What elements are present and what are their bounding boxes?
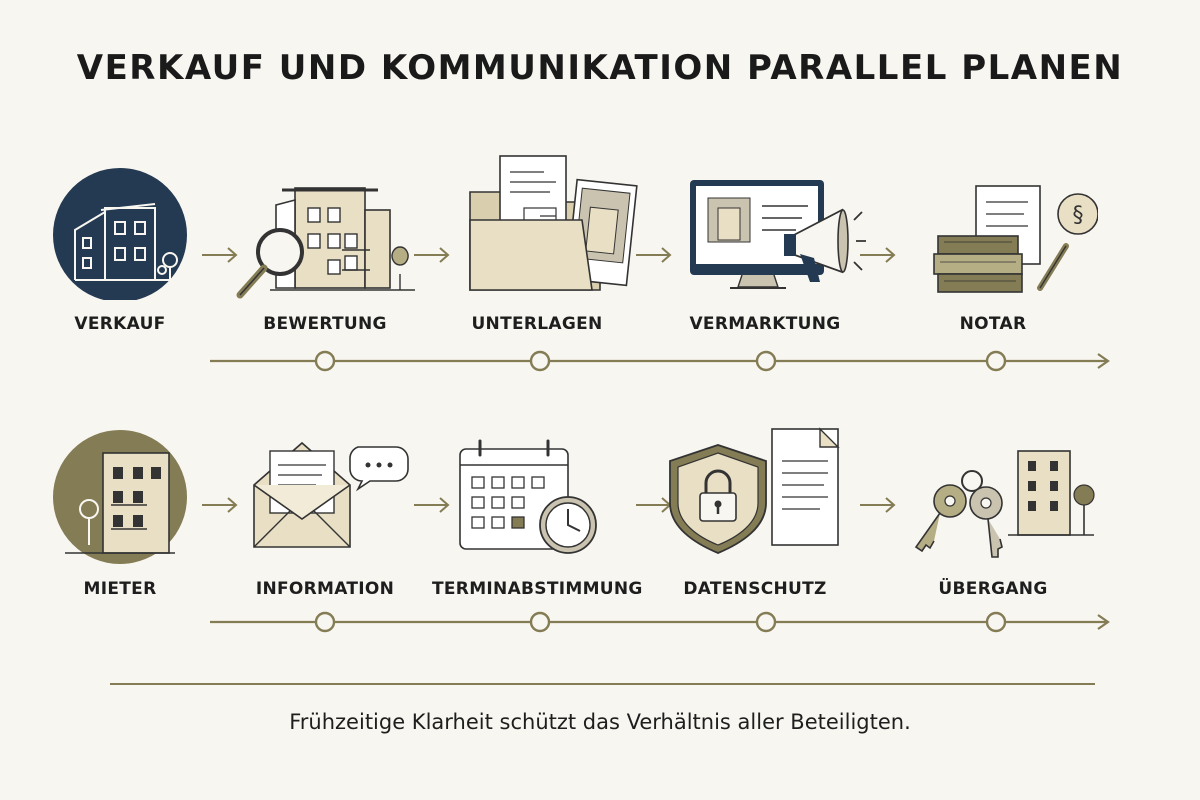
step-label: INFORMATION xyxy=(255,579,395,599)
divider xyxy=(110,683,1095,685)
step-label: BEWERTUNG xyxy=(263,314,387,334)
page-title: VERKAUF UND KOMMUNIKATION PARALLEL PLANE… xyxy=(76,48,1124,88)
arrow-right-icon xyxy=(860,497,896,513)
books-paragraph-icon: § xyxy=(888,150,1099,300)
step-label: UNTERLAGEN xyxy=(471,314,603,334)
arrow-right-icon xyxy=(636,247,672,263)
house-icon xyxy=(15,150,225,302)
step-label: ÜBERGANG xyxy=(938,579,1048,599)
arrow-right-icon xyxy=(414,247,450,263)
monitor-megaphone-icon xyxy=(660,150,870,300)
keys-building-icon xyxy=(888,415,1098,565)
timeline-tenant xyxy=(0,607,1200,637)
arrow-right-icon xyxy=(202,247,238,263)
step-label: DATENSCHUTZ xyxy=(683,579,827,599)
folder-documents-icon xyxy=(432,150,642,300)
apartment-icon xyxy=(15,415,225,565)
arrow-right-icon xyxy=(860,247,896,263)
step-label: VERKAUF xyxy=(74,314,166,334)
calendar-clock-icon xyxy=(432,415,642,565)
step-label: TERMINABSTIMMUNG xyxy=(432,579,643,599)
magnifier-building-icon xyxy=(220,150,430,300)
arrow-right-icon xyxy=(414,497,450,513)
timeline-sale xyxy=(0,346,1200,376)
step-label: MIETER xyxy=(83,579,157,599)
envelope-chat-icon xyxy=(220,415,430,565)
svg-text:§: § xyxy=(1073,203,1084,228)
step-label: NOTAR xyxy=(959,314,1027,334)
arrow-right-icon xyxy=(202,497,238,513)
shield-lock-icon xyxy=(650,415,860,565)
footer-caption: Frühzeitige Klarheit schützt das Verhält… xyxy=(289,710,911,734)
step-label: VERMARKTUNG xyxy=(689,314,841,334)
